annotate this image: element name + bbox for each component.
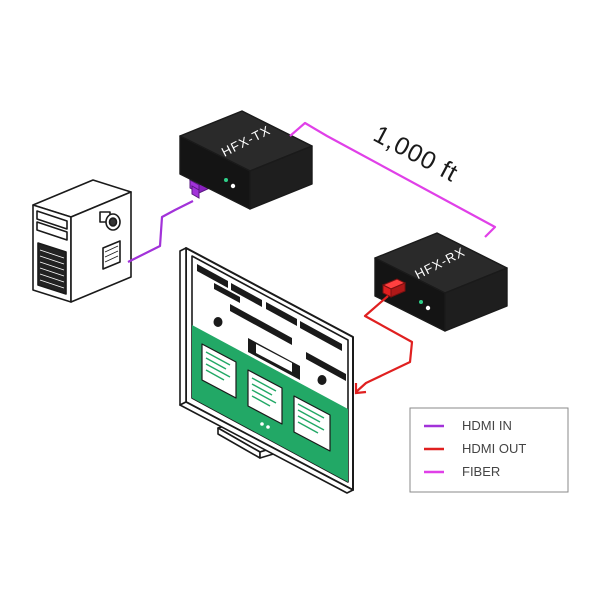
legend-label-fiber: FIBER bbox=[462, 464, 500, 479]
hdmi-in-cable bbox=[127, 200, 194, 263]
legend-item-hdmi-out: HDMI OUT bbox=[424, 441, 526, 456]
desktop-pc-tower-icon bbox=[32, 179, 132, 303]
hdmi-out-arrow-icon bbox=[354, 383, 367, 395]
hfx-rx-receiver: HFX-RX bbox=[374, 232, 508, 332]
tv-monitor-icon bbox=[179, 247, 354, 494]
legend-item-fiber: FIBER bbox=[424, 464, 500, 479]
legend-label-hdmi-in: HDMI IN bbox=[462, 418, 512, 433]
hdmi-out-connector bbox=[381, 278, 407, 298]
hfx-tx-transmitter: HFX-TX bbox=[179, 110, 313, 210]
fiber-cable bbox=[289, 121, 497, 238]
legend: HDMI IN HDMI OUT FIBER bbox=[409, 407, 569, 493]
legend-label-hdmi-out: HDMI OUT bbox=[462, 441, 526, 456]
distance-label: 1,000 ft bbox=[369, 120, 463, 188]
hdmi-out-cable bbox=[355, 295, 414, 393]
legend-item-hdmi-in: HDMI IN bbox=[424, 418, 512, 433]
